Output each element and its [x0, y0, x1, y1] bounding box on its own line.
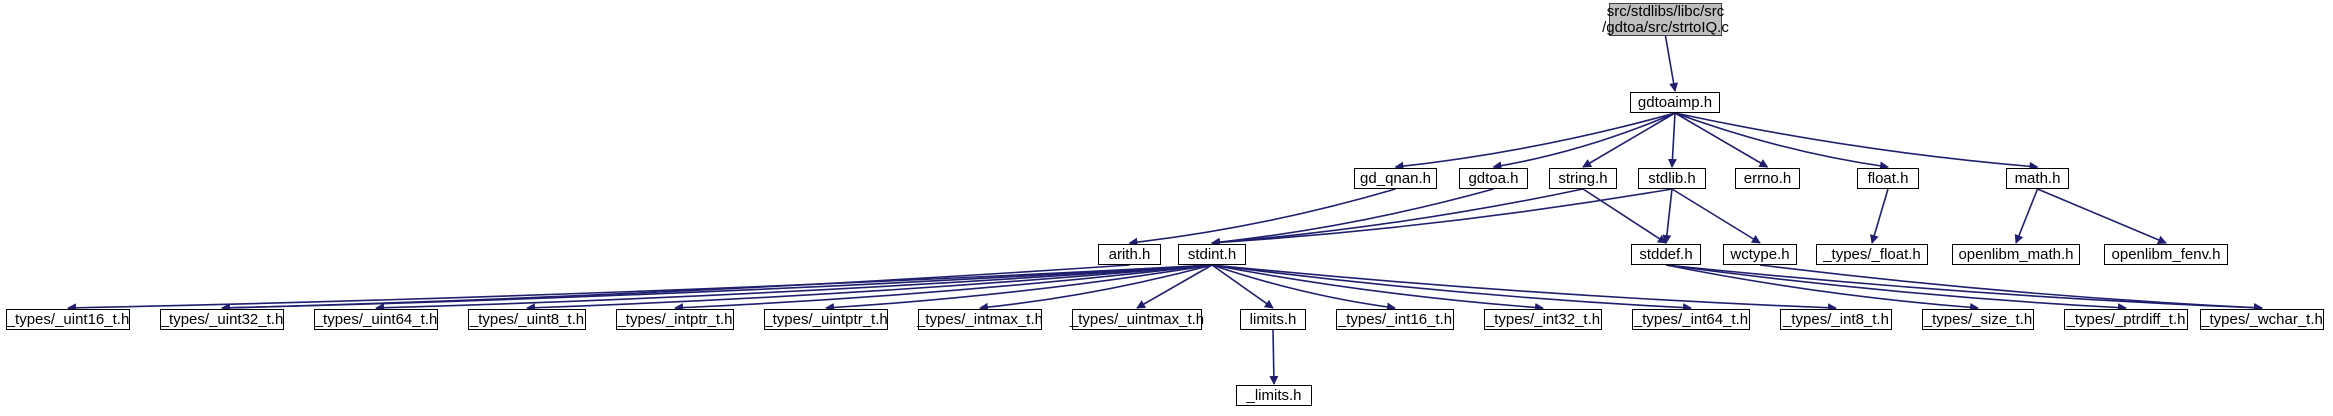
graph-node-types_uint64[interactable]: _types/_uint64_t.h — [314, 309, 438, 330]
graph-edge-float-to-types_float — [1869, 188, 1889, 244]
graph-node-types_int16[interactable]: _types/_int16_t.h — [1336, 309, 1454, 330]
graph-edge-stdint-to-types_uint64 — [375, 264, 1213, 313]
graph-node-types_intmax[interactable]: _types/_intmax_t.h — [917, 309, 1043, 330]
graph-edge-stdlib-to-stddef — [1662, 188, 1673, 244]
graph-edge-stddef-to-types_wchar — [1665, 264, 2263, 313]
graph-edge-gdtoaimp-to-float — [1674, 112, 1889, 171]
graph-node-types_uintmax[interactable]: _types/_uintmax_t.h — [1069, 309, 1205, 330]
graph-edge-gdtoaimp-to-stdlib — [1667, 112, 1677, 168]
graph-node-wctype[interactable]: wctype.h — [1723, 244, 1797, 265]
graph-node-types_ptrdiff[interactable]: _types/_ptrdiff_t.h — [2064, 309, 2188, 330]
graph-node-types_uint16[interactable]: _types/_uint16_t.h — [6, 309, 130, 330]
graph-edge-stdint-to-types_intptr — [674, 264, 1213, 313]
graph-edge-stdint-to-types_uint32 — [221, 264, 1213, 313]
graph-node-string[interactable]: string.h — [1549, 168, 1617, 189]
graph-edge-math-to-openlibm_fenv — [2037, 188, 2167, 245]
graph-node-openlibm_math[interactable]: openlibm_math.h — [1952, 244, 2080, 265]
graph-edge-stdlib-to-stdint — [1211, 188, 1673, 247]
graph-edge-gd_qnan-to-arith — [1128, 188, 1396, 247]
graph-node-types_uint8[interactable]: _types/_uint8_t.h — [468, 309, 586, 330]
graph-node-openlibm_fenv[interactable]: openlibm_fenv.h — [2104, 244, 2228, 265]
graph-edge-stdint-to-types_int64 — [1211, 264, 1692, 313]
graph-node-stdlib[interactable]: stdlib.h — [1638, 168, 1706, 189]
graph-node-gdtoa[interactable]: gdtoa.h — [1459, 168, 1528, 189]
graph-node-types_wchar[interactable]: _types/_wchar_t.h — [2200, 309, 2324, 330]
graph-edge-limits-to-_limits — [1269, 329, 1279, 385]
graph-node-types_int64[interactable]: _types/_int64_t.h — [1632, 309, 1750, 330]
graph-edge-stdint-to-types_int8 — [1211, 264, 1837, 313]
graph-edge-gdtoaimp-to-gd_qnan — [1394, 112, 1676, 171]
graph-node-math[interactable]: math.h — [2006, 168, 2069, 189]
graph-node-types_uintptr[interactable]: _types/_uintptr_t.h — [764, 309, 888, 330]
graph-edge-stdint-to-limits — [1211, 264, 1274, 309]
graph-edge-string-to-stdint — [1211, 188, 1584, 247]
graph-node-types_float[interactable]: _types/_float.h — [1816, 244, 1928, 265]
graph-edge-root-to-gdtoaimp — [1664, 35, 1679, 92]
graph-edge-gdtoa-to-stdint — [1211, 188, 1494, 247]
graph-node-_limits[interactable]: _limits.h — [1236, 385, 1312, 406]
graph-node-gd_qnan[interactable]: gd_qnan.h — [1354, 168, 1437, 189]
graph-edge-stdint-to-types_uint16 — [67, 264, 1213, 313]
graph-edge-stdint-to-types_int16 — [1211, 264, 1396, 312]
graph-node-stddef[interactable]: stddef.h — [1631, 244, 1701, 265]
graph-node-types_uint32[interactable]: _types/_uint32_t.h — [160, 309, 284, 330]
graph-edge-stddef-to-types_size — [1665, 264, 1979, 312]
graph-node-types_int32[interactable]: _types/_int32_t.h — [1484, 309, 1602, 330]
graph-edge-wctype-to-types_wchar — [1759, 264, 2263, 313]
graph-edge-stdlib-to-wctype — [1671, 188, 1761, 244]
graph-edge-stdint-to-types_uintmax — [1136, 264, 1213, 309]
graph-edge-gdtoaimp-to-errno — [1674, 112, 1769, 168]
graph-node-stdint[interactable]: stdint.h — [1178, 244, 1246, 265]
graph-edge-gdtoaimp-to-math — [1674, 112, 2039, 171]
graph-node-gdtoaimp[interactable]: gdtoaimp.h — [1630, 92, 1720, 113]
graph-node-limits[interactable]: limits.h — [1240, 309, 1306, 330]
graph-edge-arith-to-types_uint32 — [221, 264, 1130, 313]
graph-node-arith[interactable]: arith.h — [1098, 244, 1161, 265]
graph-edge-math-to-openlibm_math — [2014, 188, 2039, 244]
graph-edge-stdint-to-types_intmax — [979, 264, 1213, 312]
graph-edge-gdtoaimp-to-string — [1582, 112, 1676, 168]
graph-edge-stdint-to-types_uint8 — [526, 264, 1213, 313]
graph-node-float[interactable]: float.h — [1857, 168, 1919, 189]
graph-edge-string-to-stddef — [1582, 188, 1667, 244]
graph-edge-gdtoaimp-to-gdtoa — [1492, 112, 1676, 171]
graph-node-types_int8[interactable]: _types/_int8_t.h — [1780, 309, 1892, 330]
graph-node-root[interactable]: src/stdlibs/libc/src /gdtoa/src/strtoIQ.… — [1602, 2, 1729, 36]
graph-node-types_intptr[interactable]: _types/_intptr_t.h — [616, 309, 734, 330]
graph-edge-stdint-to-types_uintptr — [825, 264, 1213, 312]
graph-node-types_size[interactable]: _types/_size_t.h — [1922, 309, 2034, 330]
graph-edge-stdint-to-types_int32 — [1211, 264, 1544, 312]
graph-node-errno[interactable]: errno.h — [1735, 168, 1800, 189]
graph-edge-stddef-to-types_ptrdiff — [1665, 264, 2127, 313]
